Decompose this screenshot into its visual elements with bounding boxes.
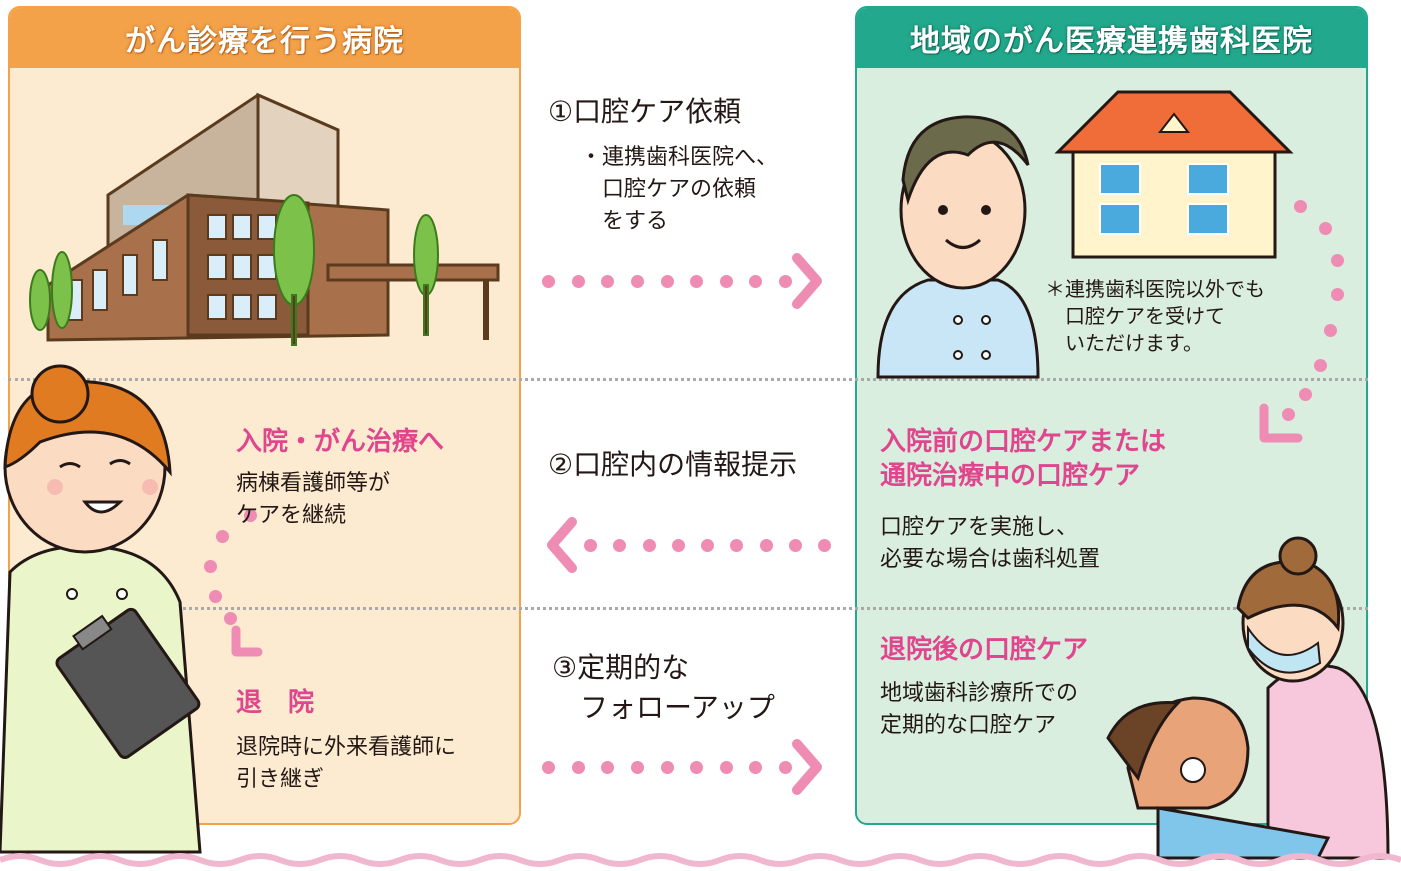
admission-title: 入院・がん治療へ	[236, 427, 445, 457]
clinic-note: ＊連携歯科医院以外でも 口腔ケアを受けて いただけます。	[1045, 277, 1265, 355]
arrow-head-left-2	[547, 517, 577, 573]
flow-right-dot	[1331, 288, 1344, 301]
arrow2-dot	[584, 539, 597, 552]
arrow1-dot	[660, 275, 674, 288]
flow-right-dot	[1294, 200, 1307, 213]
bottom-wave-decoration	[0, 853, 1401, 867]
flow-left-dot	[216, 530, 229, 543]
flow-right-dot	[1324, 324, 1337, 337]
section-divider-2	[8, 607, 1368, 610]
arrow1-dot	[542, 275, 555, 288]
nurse-illustration	[0, 364, 202, 854]
clinic-house-icon	[1054, 90, 1294, 259]
arrow2-dot	[613, 539, 627, 552]
flow-left-dot	[209, 590, 222, 603]
arrow3-dot	[749, 761, 763, 774]
section-divider-1	[8, 378, 1368, 381]
flow-right-dot	[1331, 254, 1344, 267]
arrow2-dot	[730, 539, 744, 552]
flow-left-dot	[204, 560, 217, 573]
step3-label: ③定期的な フォローアップ	[552, 651, 775, 724]
arrow1-dot	[690, 275, 704, 288]
hospital-building-icon	[29, 92, 500, 346]
clinic-panel-title: 地域のがん医療連携歯科医院	[857, 8, 1366, 68]
arrow1-dot	[630, 275, 644, 288]
arrow2-dot	[701, 539, 714, 552]
arrow-head-right-3	[792, 739, 822, 795]
arrow3-dot	[660, 761, 674, 774]
admission-text: 病棟看護師等が ケアを継続	[236, 471, 391, 528]
dentist-illustration	[876, 115, 1040, 379]
post-care-title: 退院後の口腔ケア	[880, 635, 1089, 665]
arrow1-dot	[571, 275, 585, 288]
arrow3-dot	[719, 761, 733, 774]
flow-right-dot	[1319, 222, 1332, 235]
post-care-text: 地域歯科診療所での 定期的な口腔ケア	[880, 681, 1079, 738]
flow-right-dot	[1299, 388, 1312, 401]
arrow3-dot	[542, 761, 555, 774]
arrow2-dot	[818, 539, 831, 552]
hospital-panel-title: がん診療を行う病院	[10, 8, 519, 68]
discharge-title: 退 院	[236, 688, 315, 718]
pre-care-text: 口腔ケアを実施し、 必要な場合は歯科処置	[880, 515, 1101, 572]
arrow2-dot	[759, 539, 773, 552]
arrow1-dot	[719, 275, 733, 288]
step1-description: ・連携歯科医院へ、 口腔ケアの依頼 をする	[580, 145, 779, 234]
arrow3-dot	[630, 761, 644, 774]
arrow1-dot	[749, 275, 763, 288]
flow-left-dot	[224, 612, 237, 625]
arrow3-dot	[690, 761, 704, 774]
pre-care-title: 入院前の口腔ケアまたは 通院治療中の口腔ケア	[880, 427, 1167, 491]
arrow2-dot	[671, 539, 685, 552]
flow-head-right	[1259, 403, 1303, 443]
flow-head-left	[231, 625, 263, 657]
flow-right-dot	[1314, 359, 1327, 372]
arrow3-dot	[601, 761, 615, 774]
step1-label: ①口腔ケア依頼	[548, 95, 742, 128]
arrow3-dot	[571, 761, 585, 774]
arrow2-dot	[788, 539, 802, 552]
step2-label: ②口腔内の情報提示	[548, 448, 798, 481]
arrow1-dot	[779, 275, 792, 288]
arrow3-dot	[779, 761, 792, 774]
dental-care-illustration	[1106, 536, 1390, 860]
discharge-text: 退院時に外来看護師に 引き継ぎ	[236, 735, 457, 792]
arrow-head-right-1	[792, 253, 822, 309]
flow-left-dot	[244, 509, 257, 522]
arrow1-dot	[601, 275, 615, 288]
flow-right-dot	[1282, 408, 1295, 421]
arrow2-dot	[642, 539, 656, 552]
